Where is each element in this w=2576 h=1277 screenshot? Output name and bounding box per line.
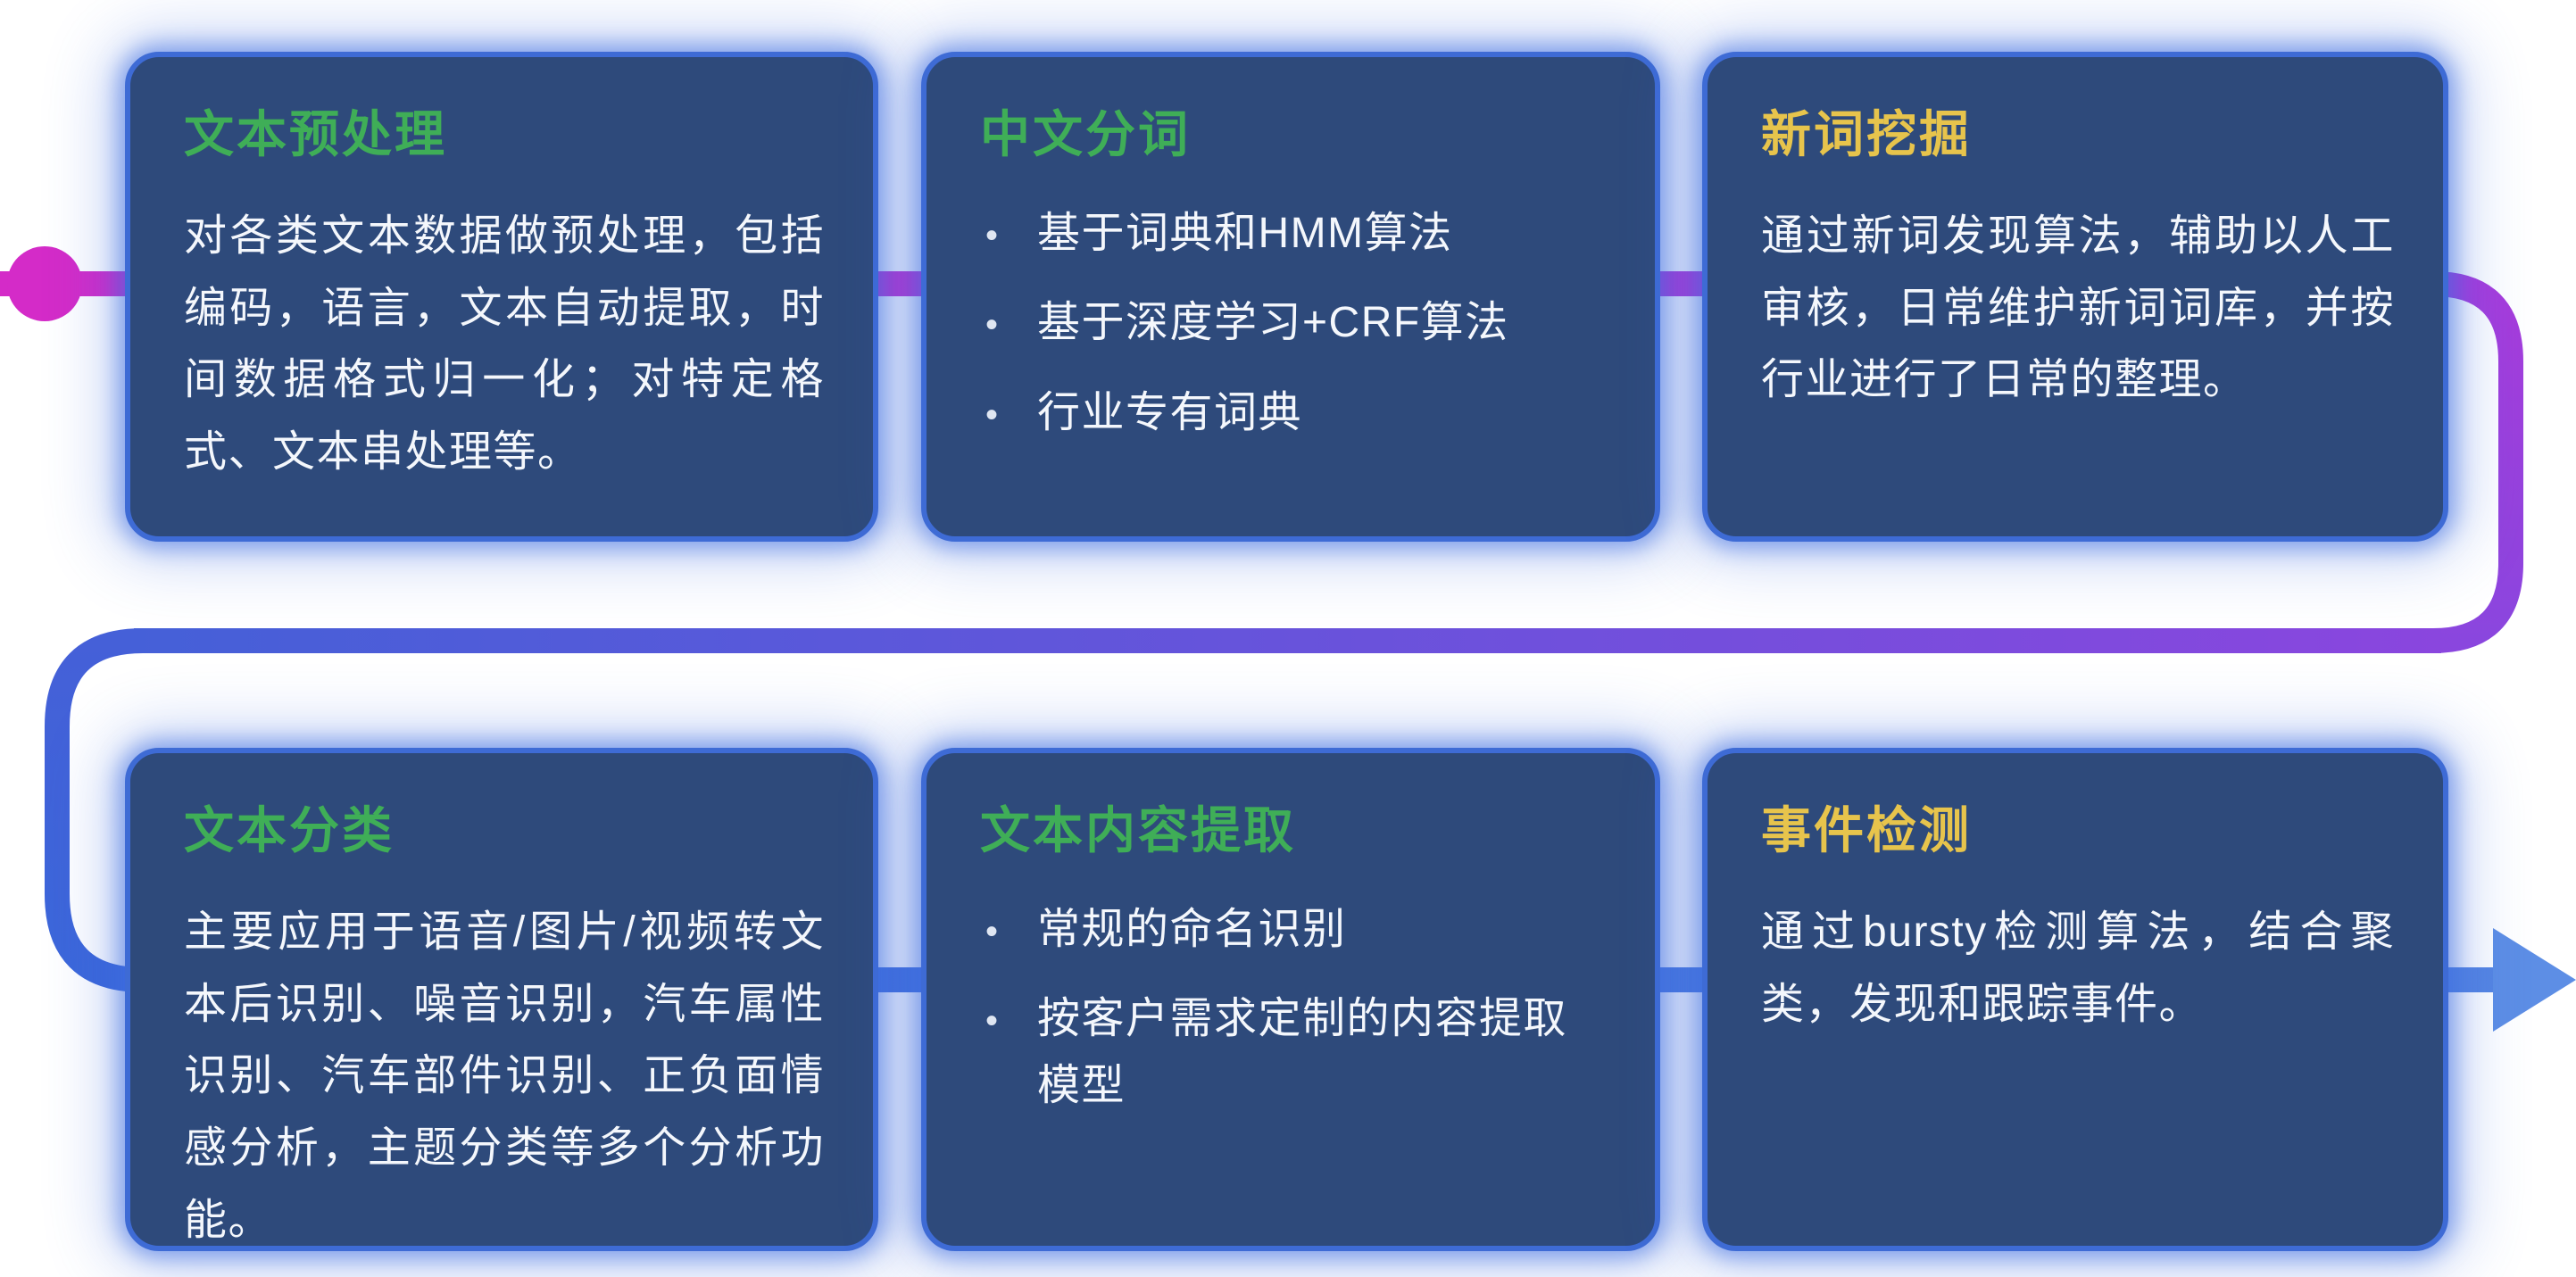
bullet-text: 行业专有词典 [1037, 388, 1303, 436]
card-bullet-list: • 常规的命名识别 • 按客户需求定制的内容提取模型 [980, 897, 1607, 1119]
bullet-icon: • [985, 912, 1000, 951]
bullet-item: • 常规的命名识别 [980, 897, 1607, 963]
card-text-classification: 文本分类 主要应用于语音/图片/视频转文本后识别、噪音识别，汽车属性识别、汽车部… [125, 748, 878, 1251]
flow-arrow-icon [2493, 928, 2576, 1032]
bullet-text: 常规的命名识别 [1037, 906, 1347, 953]
card-title: 中文分词 [980, 106, 1191, 162]
card-text-preprocessing: 文本预处理 对各类文本数据做预处理，包括编码，语言，文本自动提取，时间数据格式归… [125, 52, 878, 542]
bullet-item: • 基于词典和HMM算法 [980, 201, 1607, 267]
card-body: 通过bursty检测算法，结合聚类，发现和跟踪事件。 [1761, 908, 2395, 1028]
bullet-icon: • [985, 1001, 1000, 1041]
card-body: 主要应用于语音/图片/视频转文本后识别、噪音识别，汽车属性识别、汽车部件识别、正… [184, 908, 825, 1244]
card-body: 通过新词发现算法，辅助以人工审核，日常维护新词词库，并按行业进行了日常的整理。 [1761, 212, 2395, 404]
card-title: 文本内容提取 [980, 802, 1296, 858]
bullet-icon: • [985, 216, 1000, 255]
card-bullet-list: • 基于词典和HMM算法 • 基于深度学习+CRF算法 • 行业专有词典 [980, 201, 1607, 446]
card-title: 文本预处理 [184, 106, 447, 162]
card-chinese-word-segmentation: 中文分词 • 基于词典和HMM算法 • 基于深度学习+CRF算法 • 行业专有词… [921, 52, 1660, 542]
card-new-word-mining: 新词挖掘 通过新词发现算法，辅助以人工审核，日常维护新词词库，并按行业进行了日常… [1702, 52, 2448, 542]
bullet-text: 按客户需求定制的内容提取模型 [1037, 995, 1568, 1109]
flow-curve-right [2432, 271, 2523, 653]
bullet-text: 基于词典和HMM算法 [1037, 210, 1453, 257]
bullet-item: • 按客户需求定制的内容提取模型 [980, 986, 1607, 1119]
bullet-item: • 行业专有词典 [980, 380, 1607, 446]
card-text-content-extraction: 文本内容提取 • 常规的命名识别 • 按客户需求定制的内容提取模型 [921, 748, 1660, 1251]
bullet-text: 基于深度学习+CRF算法 [1037, 299, 1509, 347]
card-event-detection: 事件检测 通过bursty检测算法，结合聚类，发现和跟踪事件。 [1702, 748, 2448, 1251]
card-title: 文本分类 [184, 802, 395, 858]
card-title: 新词挖掘 [1761, 106, 1972, 162]
card-title: 事件检测 [1761, 802, 1972, 858]
bullet-icon: • [985, 394, 1000, 435]
flow-curve-left [45, 628, 144, 992]
bullet-item: • 基于深度学习+CRF算法 [980, 290, 1607, 356]
flow-start-dot-icon [7, 246, 82, 321]
card-body: 对各类文本数据做预处理，包括编码，语言，文本自动提取，时间数据格式归一化；对特定… [184, 212, 825, 476]
bullet-icon: • [985, 305, 1000, 345]
